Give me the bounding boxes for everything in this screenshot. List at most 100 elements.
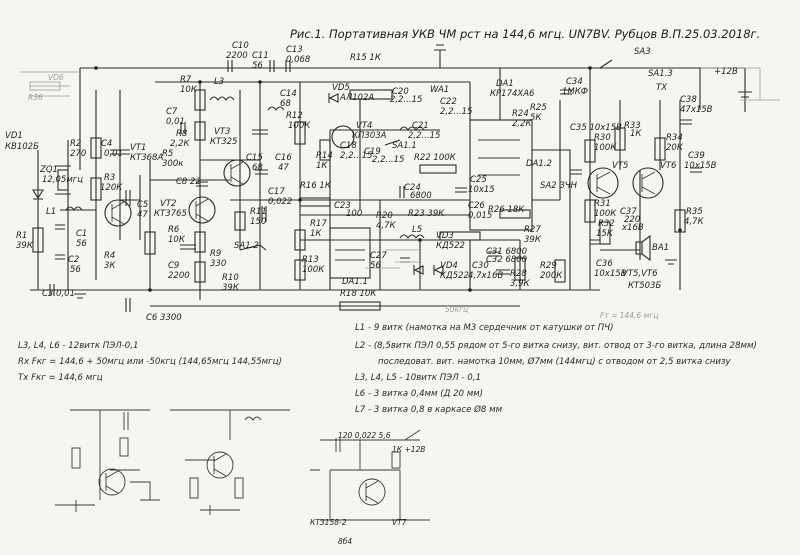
label-c5v: 47 <box>137 210 148 220</box>
label-c11v: 56 <box>252 61 263 71</box>
label-r10: R10 <box>222 273 239 283</box>
sketch3-bot2: VТ7 <box>392 518 407 527</box>
label-vd4v: КД522 <box>440 271 469 281</box>
note-right-5: L6 - 3 витка 0,4мм (Д 20 мм) <box>355 389 483 399</box>
note-right-3: последоват. вит. намотка 10мм, Ø7мм (144… <box>378 356 731 367</box>
label-c9: C9 <box>168 261 179 271</box>
label-c20v: 2,2...15 <box>390 95 422 105</box>
label-c19v: 2,2...15 <box>372 155 404 165</box>
label-c4: C4 <box>101 139 112 149</box>
label-r36: R36 <box>28 93 43 102</box>
label-sa12: SA1.2 <box>234 241 259 251</box>
label-r6: R6 <box>168 225 180 235</box>
label-c3: C3 0,01 <box>42 289 75 299</box>
label-c7v: 0,01 <box>166 117 185 127</box>
label-r34: R34 <box>666 133 683 143</box>
label-r14: R14 <box>316 151 333 161</box>
label-r16: R16 1К <box>300 181 332 191</box>
label-c34: C34 <box>566 77 583 87</box>
label-c24v: 6800 <box>410 191 432 201</box>
label-c35: C35 10х15В <box>570 123 622 133</box>
label-r13: R13 <box>302 255 319 265</box>
side-fc: Fт = 144,6 мгц <box>600 311 658 320</box>
label-c23: C23 <box>334 201 351 211</box>
label-c39v: 10х15В <box>684 161 717 171</box>
label-r29v: 200К <box>540 271 563 281</box>
label-c21v: 2,2...15 <box>408 131 440 141</box>
label-c18v: 2,2...15 <box>340 151 372 161</box>
label-r33v: 1К <box>630 129 642 139</box>
label-r9: R9 <box>210 249 221 259</box>
label-vt1v: КТ368А <box>130 153 163 163</box>
label-r31v: 100К <box>594 209 617 219</box>
label-r1v: 39К <box>16 241 34 251</box>
label-c22v: 2,2...15 <box>440 107 472 117</box>
component-labels: VD1КВ102БZQ112,05мгцR139КR2270R3120КC156… <box>5 41 738 323</box>
label-r25v: 5К <box>530 113 542 123</box>
label-r8: R8 <box>176 129 188 139</box>
label-zq1: ZQ1 <box>39 165 58 175</box>
label-r24: R24 <box>512 109 529 119</box>
label-r20: R20 <box>376 211 393 221</box>
note-right-1: L1 - 9 витк (намотка на М3 сердечник от … <box>355 323 614 333</box>
label-r5v: 300к <box>162 159 184 169</box>
label-r6v: 10К <box>168 235 186 245</box>
label-c38: C38 <box>680 95 697 105</box>
label-c17v: 0,022 <box>268 197 292 207</box>
label-vd6: VD6 <box>48 73 64 82</box>
symbols <box>32 44 752 312</box>
label-r2v: 270 <box>70 149 86 159</box>
label-vd1v: КВ102Б <box>5 142 39 152</box>
label-c13: C13 <box>286 45 303 55</box>
label-c23v: 100 <box>346 209 362 219</box>
label-sa2: SA2 ЗЧН <box>540 181 578 191</box>
label-c21: C21 <box>412 121 429 131</box>
label-vd3: VD3 <box>436 231 454 241</box>
label-c1v: 56 <box>76 239 87 249</box>
label-sa11: SA1.1 <box>392 141 417 151</box>
label-l5: L5 <box>412 225 422 235</box>
bottom-sketches: 120 0,022 5,6 1К +12В КТ3158-2 VТ7 8б4 <box>55 409 430 546</box>
label-c38v: 47х15В <box>680 105 713 115</box>
label-vt1: VT1 <box>130 143 146 153</box>
label-r26: R26 18К <box>488 205 525 215</box>
label-vd5: VD5 <box>332 83 350 93</box>
label-c25v: 10х15 <box>468 185 495 195</box>
note-right-2: L2 - (8,5витк ПЭЛ 0,55 рядом от 5-го вит… <box>355 341 757 351</box>
label-c2: C2 <box>68 255 79 265</box>
label-c14: C14 <box>280 89 297 99</box>
label-r22: R22 100К <box>414 153 457 163</box>
label-vt56: VT5,VT6 <box>622 269 658 279</box>
notes-block: L3, L4, L6 - 12витк ПЭЛ-0,1 Rх Fкг = 144… <box>18 305 757 415</box>
label-vt2v: КТ3765 <box>154 209 187 219</box>
label-c1: C1 <box>76 229 87 239</box>
label-c13v: 0,068 <box>286 55 311 65</box>
label-c4v: 0,01 <box>104 149 123 159</box>
label-r12v: 100К <box>288 121 311 131</box>
label-r10v: 39К <box>222 283 240 293</box>
label-c8: C8 22 <box>176 177 201 187</box>
label-c9v: 2200 <box>168 271 190 281</box>
label-l1: L1 <box>46 207 56 217</box>
label-c30v: 4,7х16В <box>468 271 503 281</box>
label-c37: C37 <box>620 207 637 217</box>
label-da1v: КР174ХА6 <box>490 89 535 99</box>
label-r3: R3 <box>104 173 115 183</box>
sketch3-top: 120 0,022 5,6 <box>338 431 391 440</box>
label-ba1: BA1 <box>652 243 669 253</box>
label-r9v: 330 <box>210 259 226 269</box>
label-r27v: 39К <box>524 235 542 245</box>
label-r30: R30 <box>594 133 611 143</box>
label-c2v: 56 <box>70 265 81 275</box>
label-r1: R1 <box>16 231 27 241</box>
label-r15: R15 1К <box>350 53 382 63</box>
label-c15: C15 <box>246 153 263 163</box>
label-c36v: 10х15В <box>594 269 627 279</box>
label-c25: C25 <box>470 175 487 185</box>
label-r14v: 1К <box>316 161 328 171</box>
label-r28v: 3,9К <box>510 279 531 289</box>
label-r7: R7 <box>180 75 192 85</box>
label-r29: R29 <box>540 261 557 271</box>
label-r13v: 100К <box>302 265 325 275</box>
note-right-4: L3, L4, L5 - 10витк ПЭЛ - 0,1 <box>355 373 481 383</box>
